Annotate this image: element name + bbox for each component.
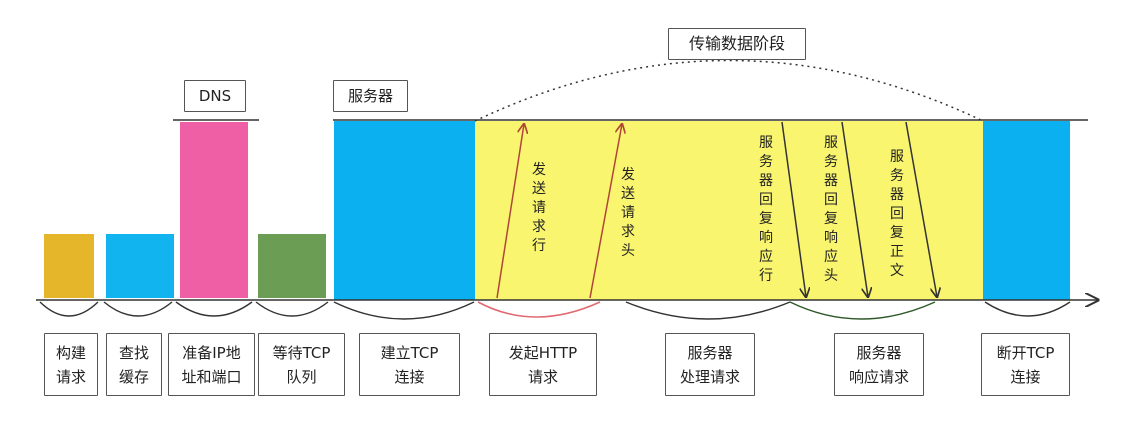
stage-label-server-process: 服务器 处理请求 [665, 333, 755, 396]
send-request-line-arrow [496, 124, 524, 299]
transfer-phase-label: 传输数据阶段 [668, 28, 806, 60]
brace-dns [175, 301, 253, 317]
response-body-arrow [905, 121, 937, 297]
tcp-connect-bar [334, 121, 475, 300]
stage-label-queue: 等待TCP 队列 [258, 333, 345, 396]
brace-respond [789, 301, 936, 320]
stage-label-tcp-connect: 建立TCP 连接 [359, 333, 460, 396]
stage-label-cache: 查找 缓存 [106, 333, 162, 396]
send-request-header-arrow [589, 124, 622, 299]
send-request-header-text: 发送请求头 [621, 167, 635, 259]
response-header-arrow [841, 121, 868, 297]
dns-label: DNS [184, 80, 246, 112]
cache-lookup-bar [106, 234, 174, 298]
dns-bar [180, 122, 248, 298]
response-header-text: 服务器回复响应头 [824, 135, 838, 284]
brace-process [625, 301, 791, 320]
response-line-text: 服务器回复响应行 [759, 135, 773, 284]
stage-label-http-request: 发起HTTP 请求 [489, 333, 597, 396]
brace-close [984, 301, 1071, 317]
brace-build [39, 301, 99, 317]
stage-label-dns: 准备IP地 址和端口 [168, 333, 255, 396]
stage-label-tcp-close: 断开TCP 连接 [981, 333, 1070, 396]
transfer-phase-arc [474, 59, 984, 122]
brace-tcp [333, 301, 475, 320]
send-request-line-text: 发送请求行 [532, 162, 546, 254]
stage-label-build-request: 构建 请求 [44, 333, 98, 396]
response-body-text: 服务器回复正文 [890, 149, 904, 279]
response-line-arrow [781, 121, 806, 297]
server-label: 服务器 [333, 80, 408, 112]
http-transfer-bar [475, 121, 983, 300]
tcp-close-bar [983, 121, 1070, 300]
brace-queue [255, 301, 329, 317]
brace-http [477, 301, 601, 318]
tcp-queue-bar [258, 234, 326, 298]
build-request-bar [44, 234, 94, 298]
brace-cache [103, 301, 173, 317]
stage-label-server-respond: 服务器 响应请求 [834, 333, 924, 396]
